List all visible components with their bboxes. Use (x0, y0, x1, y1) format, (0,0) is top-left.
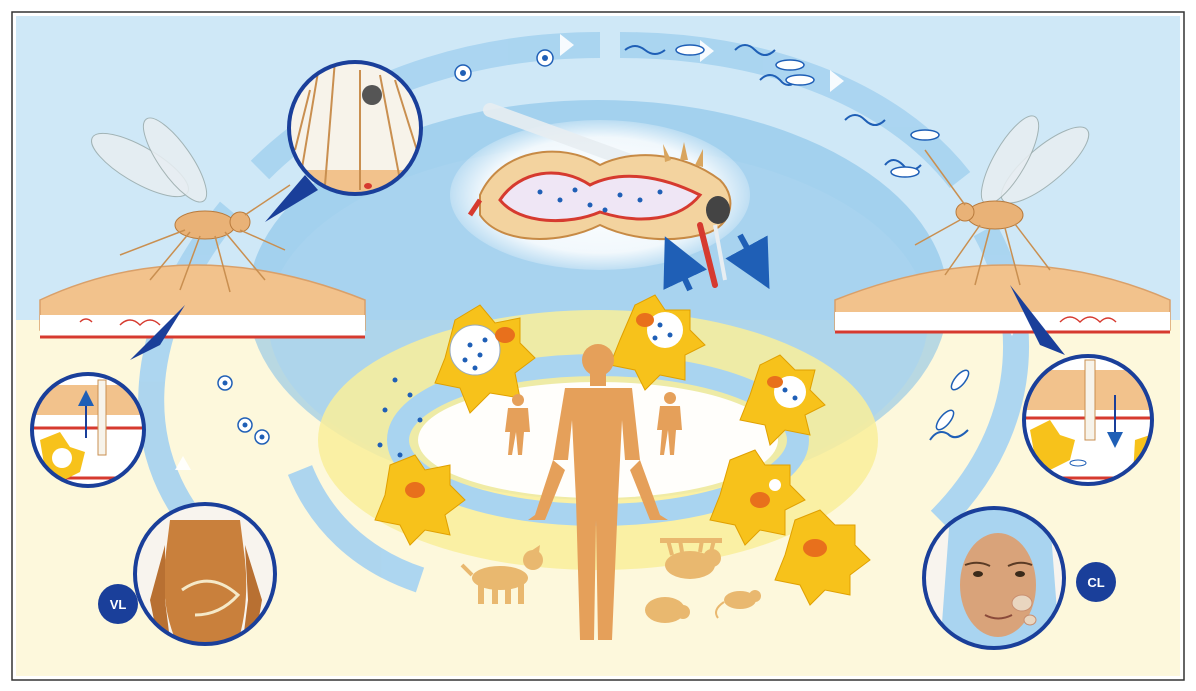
cl-face-lesion-inset (924, 506, 1064, 650)
cl-label: CL (1087, 575, 1104, 590)
vl-badge: VL (98, 584, 138, 624)
vl-label: VL (110, 597, 127, 612)
left-skin-zoom-inset (32, 374, 144, 486)
cl-badge: CL (1076, 562, 1116, 602)
